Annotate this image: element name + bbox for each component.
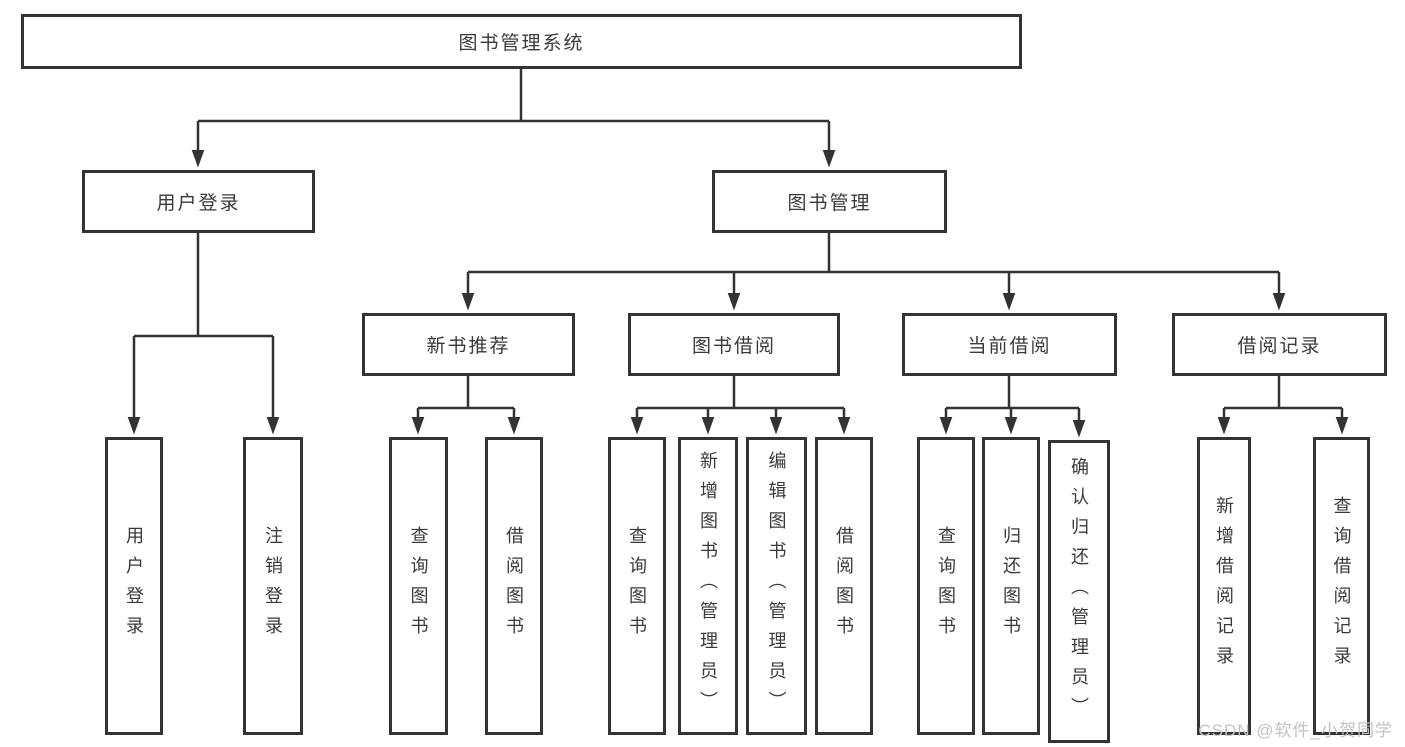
leaf-add-borrow-record: 新增借阅记录 [1197,437,1251,735]
node-user-login: 用户登录 [82,170,315,233]
leaf-query-books-1-label: 查询图书 [408,526,429,646]
edge-login-split [134,233,273,338]
leaf-edit-books-admin-label: 编辑图书（管理员） [766,451,787,721]
node-book-borrow: 图书借阅 [628,313,840,376]
leaf-query-borrow-record-label: 查询借阅记录 [1331,496,1352,676]
edge-records-split [1224,376,1342,410]
leaf-user-login: 用户登录 [105,437,163,735]
node-current-borrow-label: 当前借阅 [967,336,1052,357]
leaf-query-books-2: 查询图书 [608,437,666,735]
leaf-return-books: 归还图书 [982,437,1040,735]
node-library-system: 图书管理系统 [21,14,1022,69]
leaf-logout: 注销登录 [243,437,303,735]
leaf-borrow-books-1-label: 借阅图书 [504,526,524,646]
node-current-borrow: 当前借阅 [902,313,1117,376]
node-book-management: 图书管理 [712,170,947,233]
edge-newbooks-split [418,376,514,410]
leaf-query-books-2-label: 查询图书 [627,526,647,646]
csdn-watermark: CSDN @软件_小贺同学 [1198,721,1393,740]
edge-mgmt-split [468,233,1279,274]
leaf-add-books-admin-label: 新增图书（管理员） [698,451,718,721]
leaf-return-books-label: 归还图书 [1001,526,1021,646]
edge-borrow-split [637,376,844,410]
leaf-query-books-1: 查询图书 [389,437,448,735]
leaf-borrow-books-1: 借阅图书 [485,437,543,735]
leaf-query-books-3-label: 查询图书 [936,526,956,646]
edge-root-split [198,69,829,123]
node-new-book-recommend-label: 新书推荐 [426,336,511,357]
leaf-user-login-label: 用户登录 [124,526,144,646]
leaf-edit-books-admin: 编辑图书（管理员） [746,437,807,735]
node-book-management-label: 图书管理 [787,193,872,214]
node-borrow-records: 借阅记录 [1172,313,1387,376]
leaf-query-books-3: 查询图书 [917,437,975,735]
node-user-login-label: 用户登录 [156,193,241,214]
leaf-borrow-books-2-label: 借阅图书 [834,526,854,646]
leaf-add-books-admin: 新增图书（管理员） [678,437,738,735]
node-new-book-recommend: 新书推荐 [362,313,575,376]
node-book-borrow-label: 图书借阅 [691,336,776,357]
leaf-query-borrow-record: 查询借阅记录 [1313,437,1370,735]
edge-current-split [946,376,1079,410]
leaf-confirm-return-admin: 确认归还（管理员） [1048,440,1110,743]
node-borrow-records-label: 借阅记录 [1237,336,1322,357]
leaf-logout-label: 注销登录 [263,526,283,646]
leaf-add-borrow-record-label: 新增借阅记录 [1214,496,1234,676]
leaf-confirm-return-admin-label: 确认归还（管理员） [1069,456,1089,727]
node-library-system-label: 图书管理系统 [458,33,585,54]
leaf-borrow-books-2: 借阅图书 [815,437,873,735]
